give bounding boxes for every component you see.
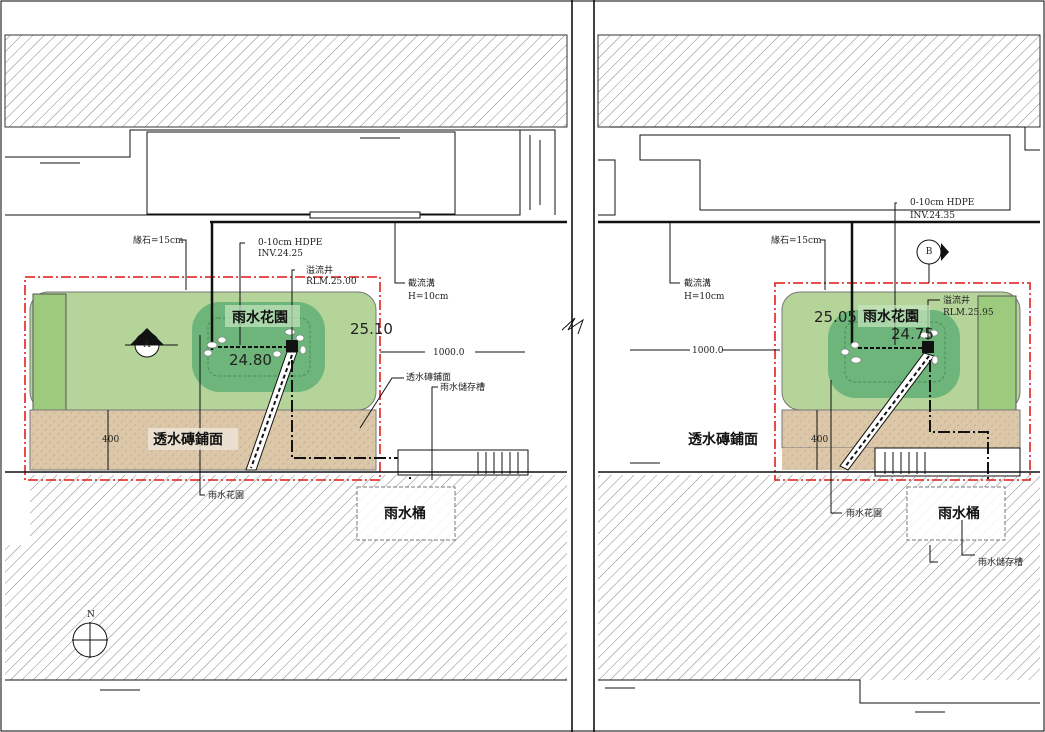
trench-leader [394, 223, 405, 284]
garden-leader [199, 335, 205, 496]
pipe-inv: INV.24.35 [910, 211, 955, 221]
building-outline [146, 131, 456, 215]
cobble-stones-icon [840, 329, 939, 365]
depth-dimension-label: 400 [811, 435, 828, 445]
section-marker-label: A [143, 340, 151, 350]
section-marker-a: A [125, 328, 178, 358]
overflow-rim: RLM.25.00 [306, 277, 357, 287]
storage-pipe [929, 360, 989, 482]
neighbor-hatch-bottom [5, 545, 567, 680]
building-step [309, 211, 421, 219]
garden-leader [830, 380, 842, 514]
overflow-rim: RLM.25.95 [943, 308, 994, 318]
storage-leader [961, 520, 975, 556]
pipe-inv: INV.24.25 [258, 249, 303, 259]
project-boundary [24, 276, 381, 481]
paving-callout: 透水磚鋪面 [406, 371, 451, 383]
overflow-pipe-centerline [844, 355, 930, 468]
curb-label: 緣石=15cm [771, 234, 822, 246]
permeable-paving [781, 409, 1021, 449]
stair [397, 449, 529, 476]
curb-leader [180, 239, 187, 290]
north-label: N [87, 610, 95, 620]
planting-strip [32, 293, 67, 411]
dimension-label: 1000.0 [692, 346, 724, 356]
overflow-label: 溢流井 [943, 294, 970, 306]
building-outline [639, 134, 1011, 211]
break-symbol [561, 317, 584, 335]
overflow-pipe-centerline [250, 354, 293, 469]
stair-treads [477, 452, 519, 474]
overflow-label: 溢流井 [306, 264, 333, 276]
trench-label: 截流溝 [408, 277, 435, 289]
garden-title: 雨水花園 [232, 309, 288, 326]
right-plan: B 0-10cm HDPE INV.24.35 緣石=15cm 截流溝 H=10… [597, 34, 1041, 713]
pipe-label: 0-10cm HDPE [910, 198, 974, 208]
storage-leader [431, 386, 438, 480]
garden-title-bg [858, 305, 930, 327]
garden-elevation: 24.75 [891, 325, 934, 343]
barrel-leader [929, 545, 938, 563]
trench-label: 截流溝 [684, 277, 711, 289]
garden-elevation: 24.80 [229, 351, 272, 369]
garden-title-bg [225, 305, 300, 327]
depth-dimension-label: 400 [102, 435, 119, 445]
wall-detail [520, 129, 556, 215]
lawn-elevation: 25.10 [350, 320, 393, 338]
pipe-leader [894, 202, 897, 345]
paving-title-bg [148, 428, 238, 450]
overflow-well [286, 340, 298, 352]
neighbor-hatch-top [597, 34, 1041, 128]
storage-callout: 雨水儲存槽 [978, 556, 1023, 568]
paving-leader [359, 377, 404, 429]
overflow-well [922, 341, 934, 353]
road-edge [610, 126, 1040, 151]
storage-callout: 雨水儲存槽 [440, 381, 485, 393]
road-line-bottom [598, 679, 1040, 704]
left-plan: A N 緣石=15cm 0-10cm HDPE INV.24.25 溢流井 RL… [4, 34, 568, 691]
pipe-label: 0-10cm HDPE [258, 238, 322, 248]
dimension-label: 1000.0 [433, 348, 465, 358]
garden-callout: 雨水花園 [208, 489, 244, 501]
section-marker-label: B [926, 247, 933, 257]
section-marker-b: B [916, 239, 949, 283]
garden-title: 雨水花園 [863, 308, 919, 325]
wall-detail [598, 159, 616, 216]
paving-title: 透水磚鋪面 [688, 431, 758, 448]
road-edge [5, 129, 521, 216]
paving-title: 透水磚鋪面 [153, 431, 223, 448]
barrel-title: 雨水桶 [938, 505, 980, 522]
north-arrow-icon: N [72, 610, 108, 658]
cobble-stones-icon [203, 328, 307, 358]
garden-callout: 雨水花園 [846, 507, 882, 519]
curb-label: 緣石=15cm [133, 234, 184, 246]
trench-height: H=10cm [408, 292, 449, 302]
overflow-pipe [839, 352, 935, 471]
neighbor-hatch-top [4, 34, 568, 128]
trench-leader [669, 222, 680, 284]
lawn-elevation: 25.05 [814, 308, 857, 326]
curb-leader [820, 239, 826, 290]
trench-height: H=10cm [684, 292, 725, 302]
stair-treads [884, 452, 926, 474]
neighbor-hatch-mid [30, 475, 567, 545]
barrel-title: 雨水桶 [384, 505, 426, 522]
rain-barrel [906, 486, 1006, 541]
rain-barrel [356, 486, 456, 541]
